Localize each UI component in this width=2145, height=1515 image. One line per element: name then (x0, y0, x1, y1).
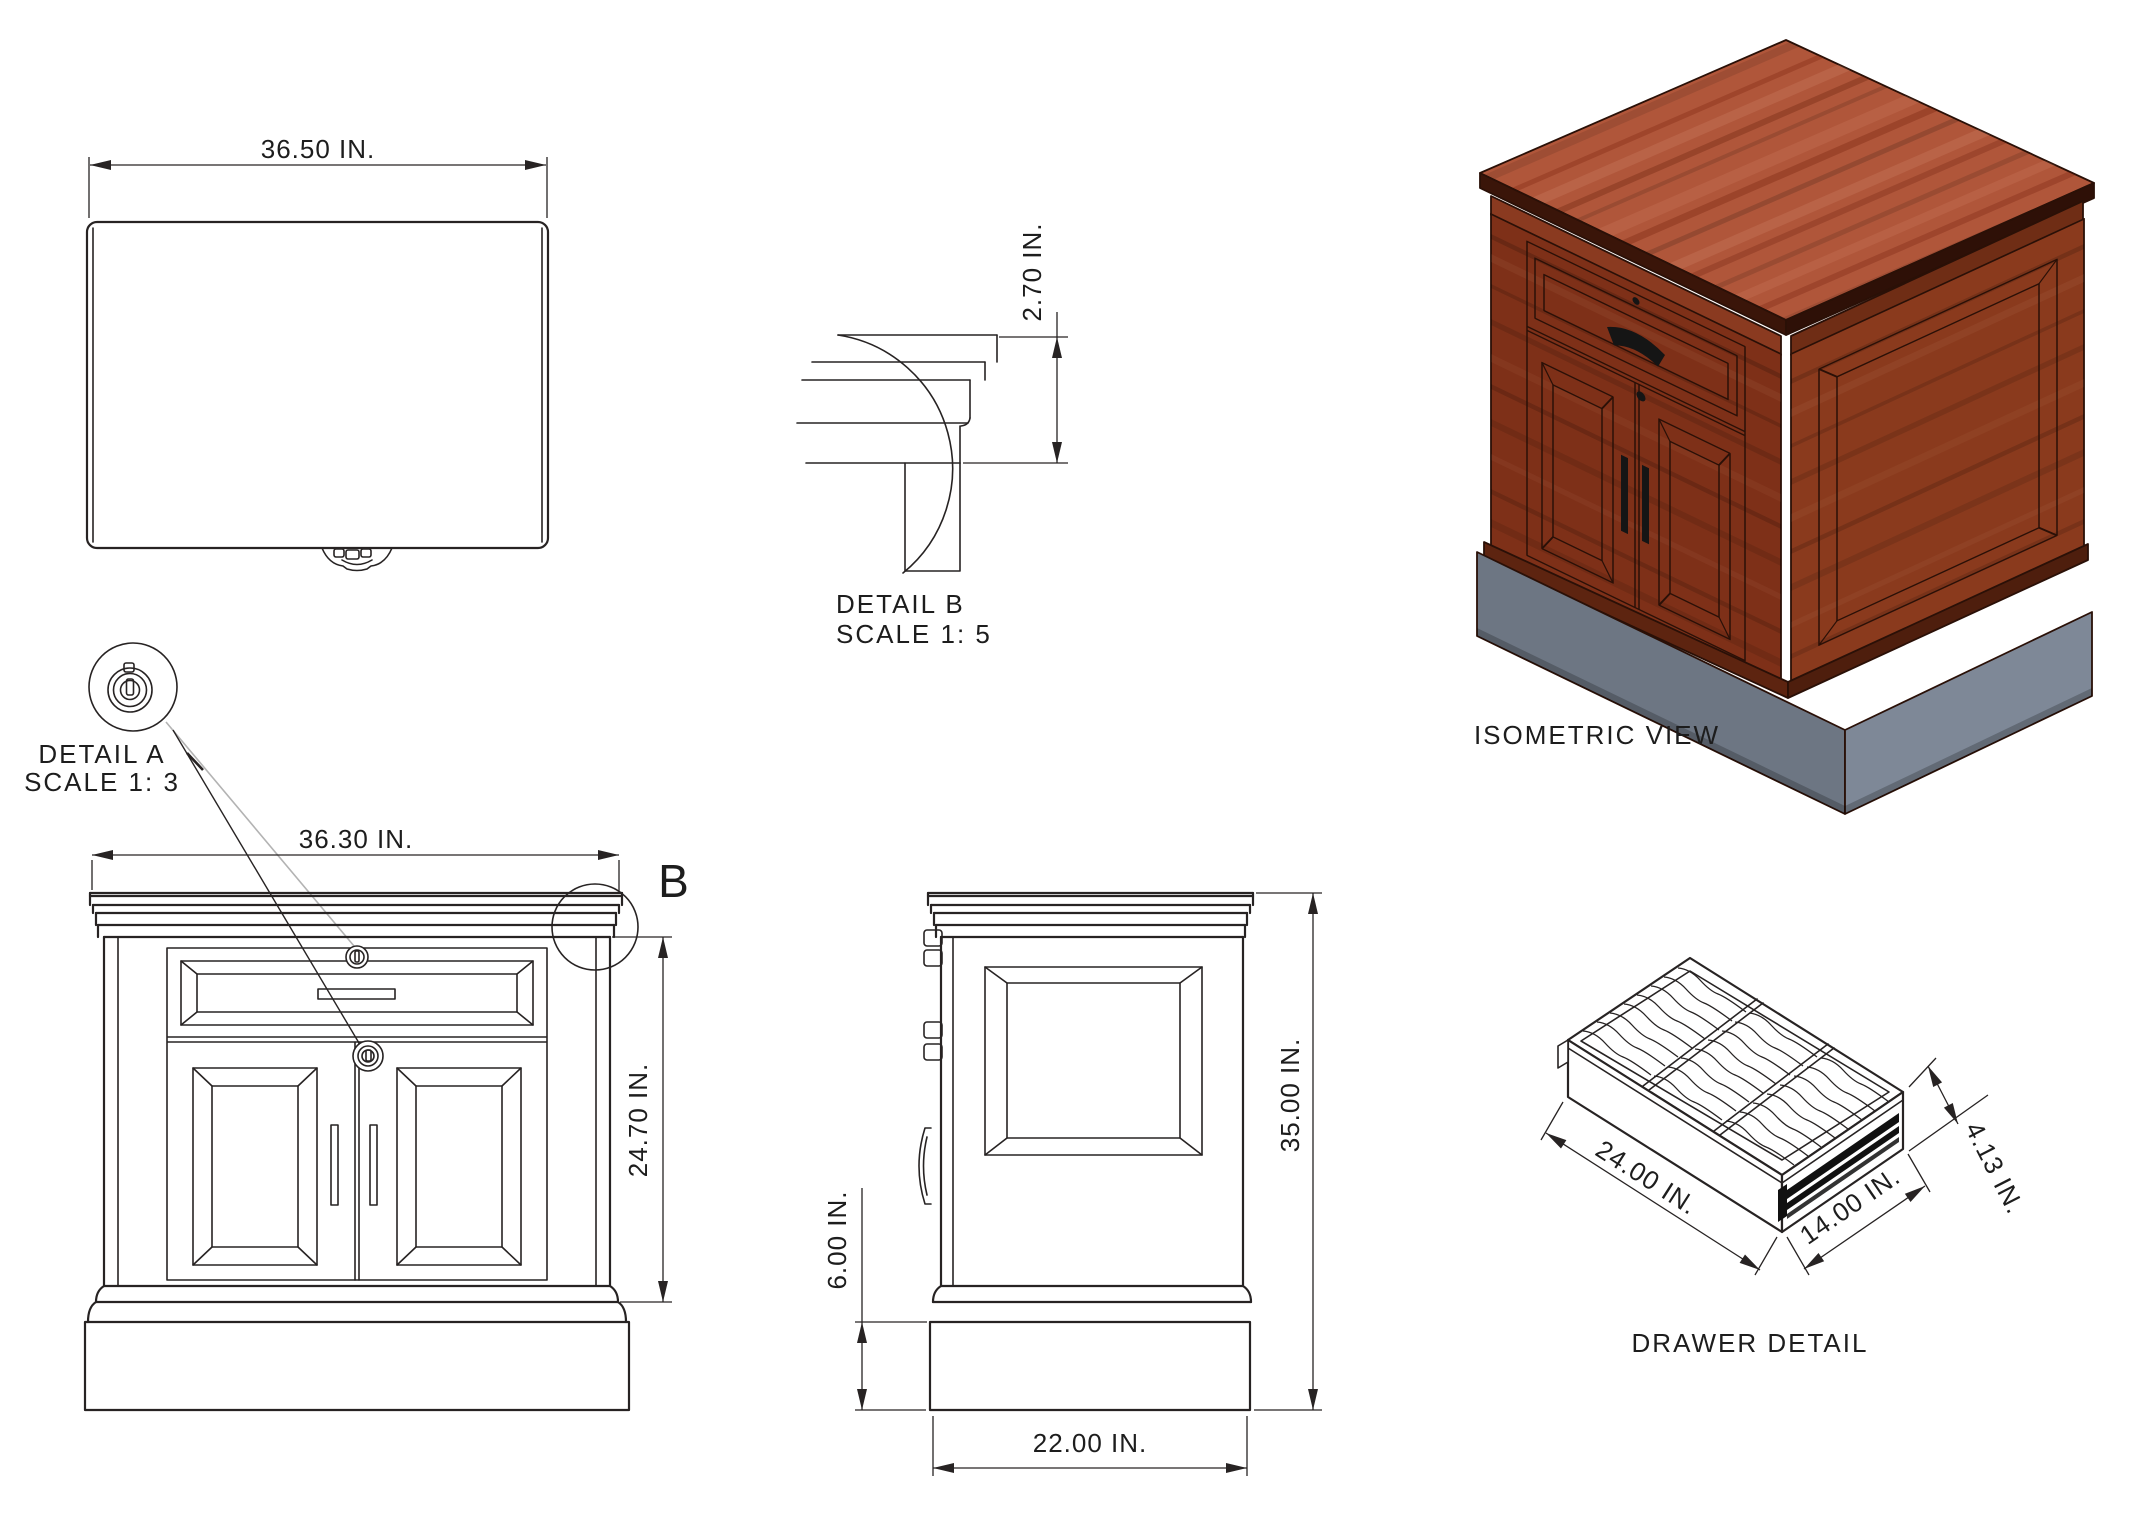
side-body (939, 935, 1245, 1288)
detail-b-view: 2.70 IN. DETAIL B SCALE 1: 5 (796, 222, 1068, 649)
detail-b-title: DETAIL B (836, 589, 965, 619)
top-view-knob (321, 547, 393, 572)
drawer-wavy-dividers (1582, 967, 1890, 1166)
iso-molding-right (1787, 543, 2089, 699)
top-view: 36.50 IN. (85, 134, 550, 572)
detail-a-lock (107, 662, 153, 713)
side-panel (984, 966, 1203, 1156)
dim-detail-b-height: 2.70 IN. (963, 222, 1068, 464)
iso-front-face (1490, 213, 1782, 688)
isometric-view-label: ISOMETRIC VIEW (1474, 720, 1720, 750)
dim-text-detail-b-height: 2.70 IN. (1017, 222, 1047, 321)
detail-a-circle (88, 642, 178, 732)
front-pilasters (117, 936, 597, 1287)
detail-b-scale: SCALE 1: 5 (836, 619, 992, 649)
iso-side-panel (1818, 258, 2058, 646)
front-crown (88, 891, 624, 939)
iso-front-details (1526, 240, 1746, 662)
iso-top-edge-right (1785, 182, 2095, 336)
dim-text-front-width: 36.30 IN. (299, 824, 414, 854)
side-view: 35.00 IN. 6.00 IN. 22.00 IN. (822, 891, 1322, 1476)
detail-a-scale: SCALE 1: 3 (24, 767, 180, 797)
dim-text-front-height: 24.70 IN. (623, 1063, 653, 1178)
detail-b-callout-letter: B (658, 855, 690, 907)
detail-b-profile (796, 334, 998, 574)
dim-side-height: 35.00 IN. (1254, 892, 1322, 1411)
iso-door-keyhole (1636, 391, 1646, 402)
detail-a-leader-black (172, 729, 360, 1044)
front-base (83, 1284, 631, 1412)
detail-a-leader-gray (165, 721, 355, 947)
iso-right-face (1790, 217, 2085, 687)
side-crown (926, 891, 1255, 939)
iso-plinth-shadow-front (1477, 628, 1845, 814)
dim-text-top-width: 36.50 IN. (261, 134, 376, 164)
dim-front-height: 24.70 IN. (612, 936, 672, 1303)
side-hinges (923, 929, 943, 1061)
drawer-rim-inner (1580, 970, 1890, 1161)
top-view-edge-lines (92, 227, 543, 543)
dim-text-side-height: 35.00 IN. (1275, 1038, 1305, 1153)
dim-top-width: 36.50 IN. (88, 134, 548, 218)
iso-plinth-right (1844, 611, 2093, 815)
detail-a-title: DETAIL A (38, 739, 165, 769)
front-doors (192, 1041, 522, 1281)
iso-drawer-keyhole (1632, 297, 1640, 305)
drawer-pull-slot (317, 988, 396, 1000)
iso-drawer-handle (1607, 327, 1665, 367)
detail-a-view: DETAIL A SCALE 1: 3 (24, 642, 360, 1044)
side-handle-profile (918, 1127, 932, 1205)
drawer-section-rails (1642, 998, 1835, 1136)
iso-door-handle-right (1642, 464, 1649, 545)
dim-side-depth: 22.00 IN. (932, 1416, 1248, 1476)
door-handle-right (369, 1124, 378, 1206)
dim-text-side-base-height: 6.00 IN. (822, 1190, 852, 1289)
dim-text-side-depth: 22.00 IN. (1033, 1428, 1148, 1458)
dim-side-base-height: 6.00 IN. (822, 1188, 927, 1411)
detail-b-callout-circle (551, 883, 639, 971)
drawer-detail-view: 24.00 IN. 14.00 IN. 4.13 IN. DRAWER DETA… (1540, 956, 2031, 1358)
detail-a-leader-tick (186, 752, 204, 771)
front-view: 36.30 IN. 24.70 IN. B (83, 824, 690, 1412)
iso-door-handle-left (1621, 454, 1628, 535)
side-base (928, 1284, 1253, 1412)
dim-front-width: 36.30 IN. (91, 824, 620, 893)
front-lock-upper (345, 945, 369, 969)
top-view-outline (85, 220, 550, 550)
front-lock-lower (352, 1040, 384, 1072)
door-handle-left (330, 1124, 339, 1206)
drawer-slide-endcap (1557, 1039, 1569, 1069)
drawer-detail-label: DRAWER DETAIL (1632, 1328, 1869, 1358)
iso-plinth-shadow-right (1845, 688, 2092, 814)
front-body-sides (102, 935, 612, 1288)
